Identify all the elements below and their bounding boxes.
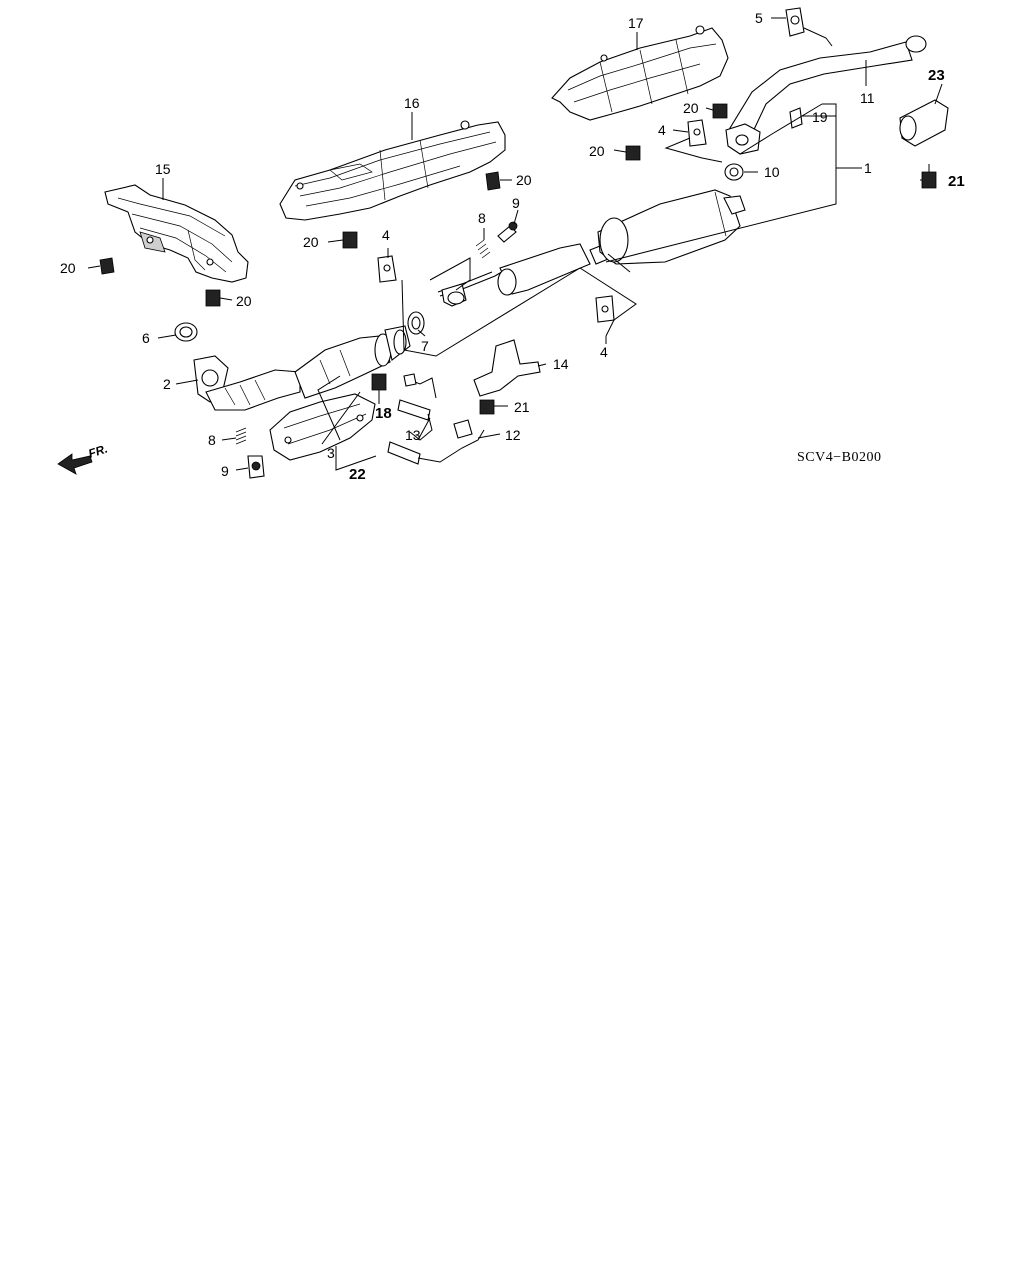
exhaust-pipe-a-2 [193,355,301,411]
callout-21b: 21 [514,399,530,415]
heat-shield-22 [269,393,376,461]
callout-8a: 8 [478,210,486,226]
bolt-9a [497,221,518,243]
callout-4b: 4 [658,122,666,138]
callout-19: 19 [812,109,828,125]
tailpipe-11 [725,35,927,155]
oxygen-sensor-12 [387,419,485,465]
muffler-assembly-1 [437,189,746,307]
callout-4a: 4 [382,227,390,243]
front-label: FR. [87,442,110,461]
gasket-10 [724,163,744,181]
callout-20b: 20 [236,293,252,309]
pipe-cover-23 [899,99,949,147]
rubber-mount-4b [687,119,707,147]
callout-15: 15 [155,161,171,177]
gasket-6 [174,322,198,342]
callout-23: 23 [928,67,945,84]
oxygen-sensor-13 [397,373,437,441]
rubber-mount-5 [785,7,833,47]
callout-7: 7 [421,338,429,354]
callout-labels: 1 2 3 4 4 4 5 6 7 8 8 9 9 10 11 12 13 14… [60,10,965,483]
callout-18: 18 [375,405,392,422]
bolt-20-group [99,103,728,307]
callout-4c: 4 [600,344,608,360]
callout-20e: 20 [589,143,605,159]
callout-20a: 20 [60,260,76,276]
bolt-21b [479,399,495,415]
heat-shield-17 [551,25,729,121]
nut-19 [789,107,803,129]
bracket-14 [473,339,541,397]
front-direction-arrow [57,453,93,475]
callout-9b: 9 [221,463,229,479]
spring-8a [475,239,491,259]
diagram-code: SCV4−B0200 [797,450,881,465]
bolt-21a [921,164,937,189]
callout-3: 3 [327,445,335,461]
callout-22: 22 [349,466,366,483]
callout-9a: 9 [512,195,520,211]
callout-2: 2 [163,376,171,392]
callout-5: 5 [755,10,763,26]
converter-3 [294,325,411,399]
heat-shield-15 [104,184,249,283]
callout-11: 11 [860,90,875,106]
callout-21a: 21 [948,173,965,190]
leader-lines [87,17,943,471]
heat-shield-16 [279,120,506,221]
callout-20f: 20 [683,100,699,116]
callout-12: 12 [505,427,521,443]
callout-16: 16 [404,95,420,111]
callout-20d: 20 [516,172,532,188]
gasket-7 [407,311,425,335]
callout-14: 14 [553,356,569,372]
callout-20c: 20 [303,234,319,250]
callout-17: 17 [628,15,644,31]
rubber-mount-4c [595,295,615,323]
callout-13: 13 [405,427,421,443]
callout-6: 6 [142,330,150,346]
bolt-18 [371,373,387,404]
callout-10: 10 [764,164,780,180]
rubber-mount-4a [377,255,397,283]
callout-1: 1 [864,160,872,176]
bolt-9b [247,455,265,479]
spring-8b [235,427,247,445]
callout-8b: 8 [208,432,216,448]
